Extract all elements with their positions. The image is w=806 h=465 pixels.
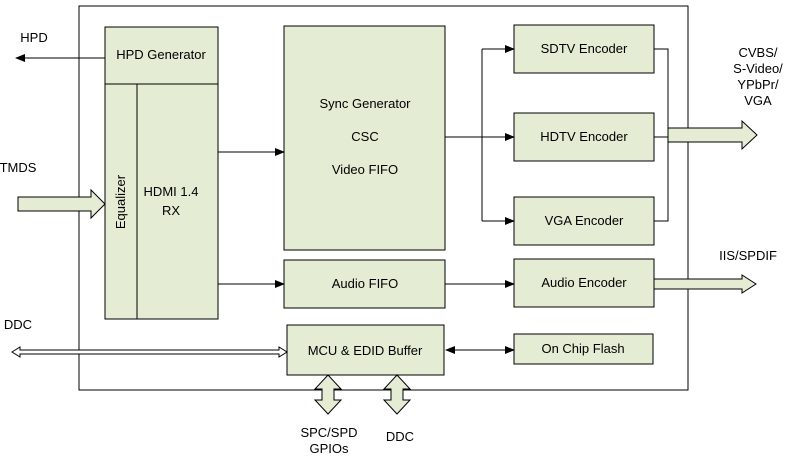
equalizer-label: Equalizer (113, 174, 128, 229)
vga-encoder-block (513, 196, 655, 246)
hpd-generator-label: HPD Generator (116, 47, 206, 62)
ddc-bottom-bus-arrow (382, 374, 412, 415)
audio-fifo-label: Audio FIFO (332, 276, 398, 291)
sdtv-encoder-label: SDTV Encoder (541, 41, 628, 56)
hdtv-encoder-block (513, 112, 655, 162)
mcu-edid-block (286, 324, 445, 376)
on-chip-flash-label: On Chip Flash (541, 341, 624, 356)
video-out-label-line4: VGA (744, 93, 772, 108)
video-out-label-line3: YPbPr/ (737, 77, 779, 92)
hdtv-encoder-label: HDTV Encoder (540, 129, 628, 144)
hdmi-rx-label-line2: RX (162, 203, 180, 218)
audio-encoder-block (513, 258, 655, 308)
tmds-input-arrow (17, 188, 106, 220)
video-out-label-line2: S-Video/ (733, 61, 783, 76)
vga-encoder-label: VGA Encoder (545, 213, 624, 228)
audio-encoder-label: Audio Encoder (541, 275, 627, 290)
audio-output-arrow (653, 274, 757, 294)
hpd-signal-label: HPD (20, 30, 47, 45)
hdmi-rx-label-line1: HDMI 1.4 (144, 184, 199, 199)
ddc-bottom-label: DDC (386, 429, 414, 444)
ddc-left-signal-label: DDC (4, 317, 32, 332)
csc-label: CSC (351, 129, 378, 144)
video-processing-block (283, 25, 446, 251)
hpd-generator-block (104, 26, 219, 320)
video-fifo-label: Video FIFO (332, 162, 398, 177)
mcu-edid-label: MCU & EDID Buffer (308, 343, 423, 358)
video-output-arrow (667, 119, 758, 151)
gpio-label-line1: SPC/SPD (300, 425, 357, 440)
gpio-bus-arrow (313, 374, 343, 415)
ddc-bus-arrow (11, 346, 288, 358)
tmds-signal-label: TMDS (0, 160, 37, 175)
on-chip-flash-block (513, 333, 654, 365)
sync-generator-label: Sync Generator (319, 96, 411, 111)
audio-out-label: IIS/SPDIF (719, 248, 777, 263)
gpio-label-line2: GPIOs (309, 441, 349, 456)
video-out-label-line1: CVBS/ (738, 45, 777, 60)
